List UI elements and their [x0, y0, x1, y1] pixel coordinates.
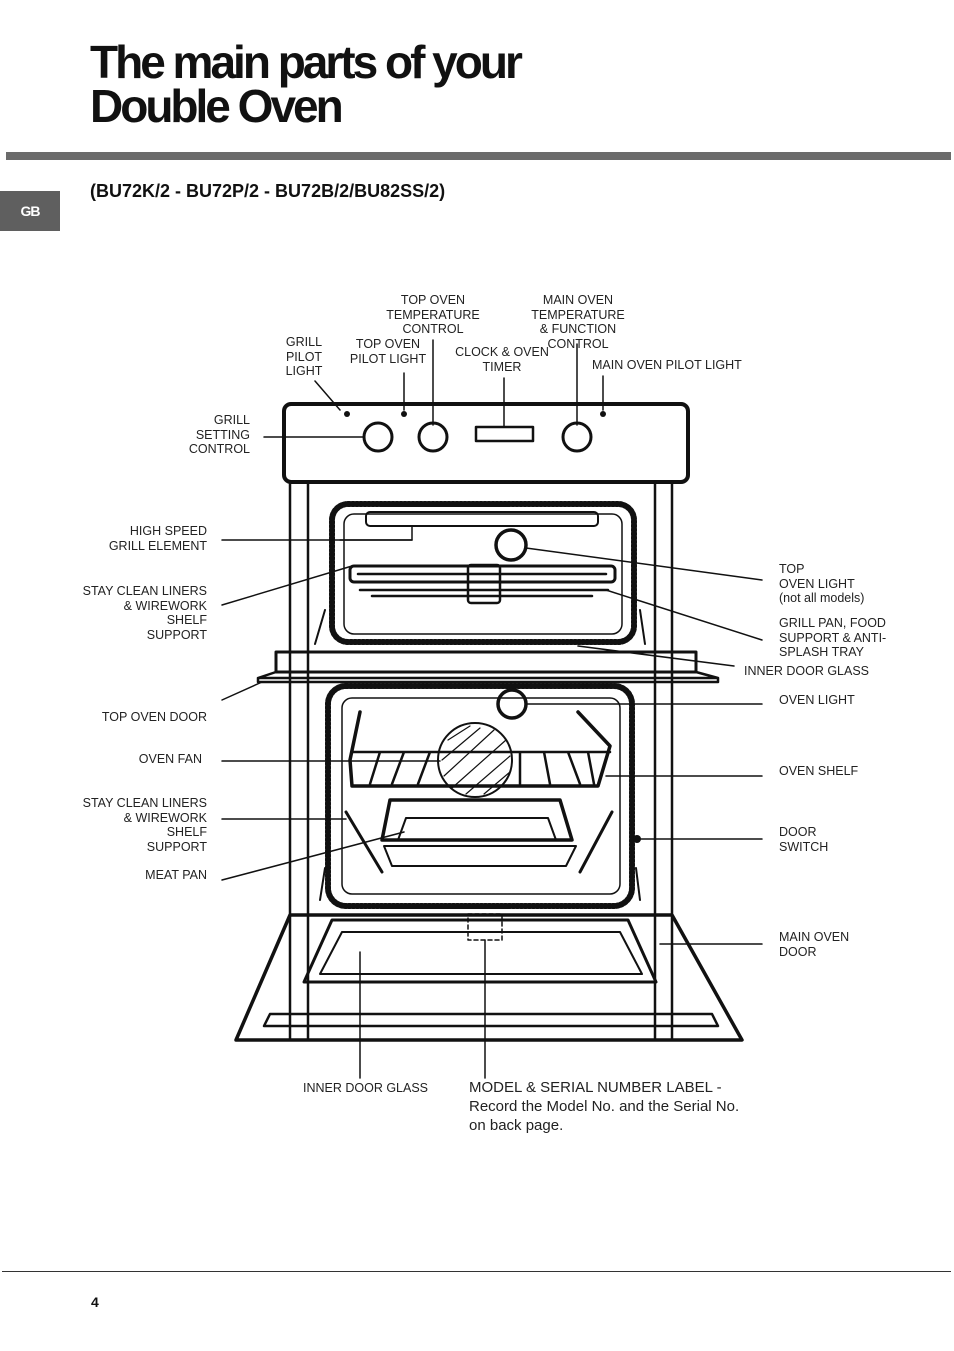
- title-line-1: The main parts of your: [90, 36, 523, 88]
- label-top-oven-pilot-light: TOP OVEN PILOT LIGHT: [349, 337, 427, 366]
- main-oven-knob: [561, 421, 593, 453]
- main-oven-inner: [341, 697, 621, 895]
- label-main-oven-temperature-control: MAIN OVEN TEMPERATURE & FUNCTION CONTROL: [531, 293, 625, 351]
- title-line-2: Double Oven: [90, 80, 344, 132]
- top-oven-inner: [343, 513, 623, 635]
- label-stay-clean-liners-main: STAY CLEAN LINERS & WIREWORK SHELF SUPPO…: [82, 796, 207, 854]
- label-meat-pan: MEAT PAN: [145, 868, 207, 882]
- top-oven-light-bulb: [494, 528, 528, 562]
- top-oven-knob: [417, 421, 449, 453]
- serial-label: [467, 913, 503, 941]
- label-oven-shelf: OVEN SHELF: [779, 764, 859, 778]
- grill-pan-handle: [466, 563, 502, 605]
- grill-setting-knob: [362, 421, 394, 453]
- oven-light-bulb: [496, 688, 528, 720]
- main-oven-door: [234, 913, 744, 1042]
- label-top-oven-temperature-control: TOP OVEN TEMPERATURE CONTROL: [386, 293, 480, 337]
- label-grill-pan: GRILL PAN, FOOD SUPPORT & ANTI- SPLASH T…: [779, 616, 887, 660]
- footer-divider: [2, 1271, 951, 1272]
- model-serial-line-1: MODEL & SERIAL NUMBER LABEL -: [469, 1079, 722, 1096]
- label-stay-clean-liners-top: STAY CLEAN LINERS & WIREWORK SHELF SUPPO…: [82, 584, 207, 642]
- model-numbers: (BU72K/2 - BU72P/2 - BU72B/2/BU82SS/2): [90, 181, 446, 201]
- label-top-oven-door: TOP OVEN DOOR: [101, 710, 207, 724]
- label-clock-oven-timer: CLOCK & OVEN TIMER: [455, 345, 549, 374]
- label-main-oven-door: MAIN OVEN DOOR: [779, 930, 850, 959]
- top-oven-pilot-light-dot: [401, 411, 407, 417]
- header-divider: [6, 152, 951, 160]
- top-oven-door: [274, 650, 698, 674]
- grill-element: [365, 511, 599, 527]
- model-serial-note: MODEL & SERIAL NUMBER LABEL - Record the…: [469, 1078, 739, 1135]
- door-switch-dot: [633, 835, 641, 843]
- label-high-speed-grill-element: HIGH SPEED GRILL ELEMENT: [108, 524, 207, 553]
- main-oven-pilot-light-dot: [600, 411, 606, 417]
- label-grill-setting-control: GRILL SETTING CONTROL: [188, 413, 250, 457]
- model-serial-line-2: Record the Model No. and the Serial No.: [469, 1098, 740, 1115]
- grill-pilot-light-dot: [344, 411, 350, 417]
- page-number: 4: [91, 1294, 99, 1310]
- label-door-switch: DOOR SWITCH: [779, 825, 829, 854]
- meat-pan: [380, 798, 574, 842]
- label-top-oven-light: TOP OVEN LIGHT (not all models): [779, 562, 865, 606]
- language-tab: GB: [0, 191, 60, 231]
- model-serial-line-3: on back page.: [469, 1117, 564, 1134]
- label-oven-fan: OVEN FAN: [138, 752, 202, 766]
- top-oven-cavity: [329, 501, 637, 645]
- clock-display: [474, 425, 535, 443]
- control-panel: [282, 402, 690, 484]
- oven-fan: [437, 722, 513, 798]
- page-title: The main parts of your Double Oven: [90, 36, 523, 132]
- label-inner-door-glass-bottom: INNER DOOR GLASS: [303, 1081, 429, 1095]
- label-inner-door-glass-top: INNER DOOR GLASS: [744, 664, 870, 678]
- label-main-oven-pilot-light: MAIN OVEN PILOT LIGHT: [592, 358, 742, 372]
- label-oven-light: OVEN LIGHT: [779, 693, 855, 707]
- label-grill-pilot-light: GRILL PILOT LIGHT: [285, 335, 323, 379]
- main-oven-cavity: [325, 683, 635, 909]
